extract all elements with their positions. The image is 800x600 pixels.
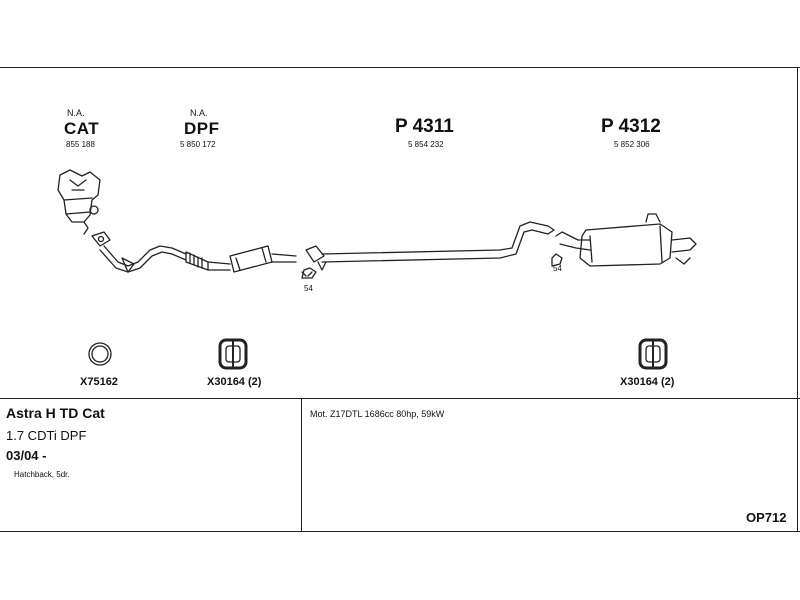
dpf-drawing [229,245,297,273]
middle-border [0,398,800,399]
catalyst-drawing [57,169,101,235]
vehicle-body: Hatchback, 5dr. [14,470,70,479]
dpf-number: 5 850 172 [180,140,216,149]
document-code: OP712 [746,510,787,525]
vehicle-model: Astra H TD Cat [6,405,105,421]
accessory-hanger-right-label: X30164 (2) [620,376,675,388]
cat-code: CAT [64,119,100,138]
front-pipe-drawing [91,231,231,273]
dpf-code: DPF [184,119,220,138]
accessory-hanger-left-label: X30164 (2) [207,376,262,388]
p4311-code: P 4311 [395,116,454,137]
clamp-ref-left: 54 [304,284,313,293]
ring-gasket-icon [88,342,112,366]
accessory-gasket-label: X75162 [80,376,118,388]
cat-status: N.A. [67,108,85,118]
rubber-hanger-icon [638,338,668,370]
p4312-code: P 4312 [601,116,661,137]
vehicle-engine-variant: 1.7 CDTi DPF [6,428,87,443]
p4311-number: 5 854 232 [408,140,444,149]
top-border [0,67,800,68]
dpf-status: N.A. [190,108,208,118]
rear-silencer-drawing [551,213,697,267]
vehicle-date: 03/04 - [6,448,47,463]
p4312-number: 5 852 306 [614,140,650,149]
bottom-border [0,531,800,532]
cat-number: 855 188 [66,140,95,149]
rubber-hanger-icon [218,338,248,370]
info-divider [301,398,302,531]
right-border [797,67,798,532]
clamp-ref-right: 54 [553,264,562,273]
engine-info: Mot. Z17DTL 1686cc 80hp, 59kW [310,409,445,419]
middle-pipe-drawing [301,221,555,279]
